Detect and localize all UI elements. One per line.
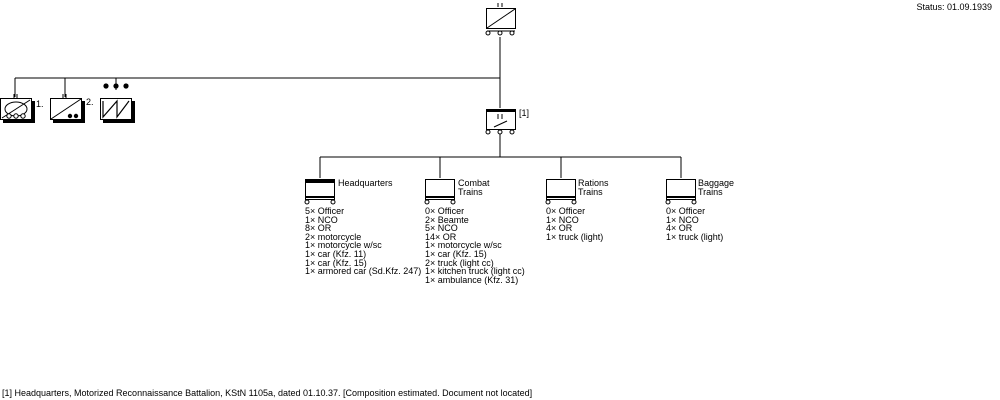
subunit-headquarters-title: Headquarters xyxy=(338,178,393,188)
subunit-rations-trains-symbol[interactable] xyxy=(545,179,577,205)
subunit-rations-trains-title-1: Rations xyxy=(578,178,609,188)
composition-line: 1× car (Kfz. 11) xyxy=(305,248,367,259)
composition-line: 4× OR xyxy=(546,223,573,234)
composition-line: 0× Officer xyxy=(546,206,586,216)
company-1-symbol[interactable] xyxy=(0,94,36,123)
composition-line: 1× NCO xyxy=(666,214,699,225)
composition-line: 0× Officer xyxy=(425,206,465,216)
subunit-rations-trains-title-2: Trains xyxy=(578,187,603,197)
subunit-combat-trains-composition: 0× Officer 2× Beamte 5× NCO 14× OR 1× mo… xyxy=(425,207,525,284)
composition-line: 4× OR xyxy=(666,223,693,234)
subunit-baggage-trains-title-2: Trains xyxy=(698,187,723,197)
composition-line: 2× truck (light cc) xyxy=(425,257,494,268)
subunit-combat-trains-title-1: Combat xyxy=(458,178,490,188)
composition-line: 5× NCO xyxy=(425,223,458,234)
footnote: [1] Headquarters, Motorized Reconnaissan… xyxy=(2,388,533,398)
subunit-headquarters-composition: 5× Officer 1× NCO 8× OR 2× motorcycle 1×… xyxy=(305,207,421,276)
composition-line: 14× OR xyxy=(425,231,457,242)
company-heavy-symbol[interactable] xyxy=(100,83,136,123)
composition-line: 1× motorcycle w/sc xyxy=(305,240,382,251)
subunit-rations-trains-composition: 0× Officer 1× NCO 4× OR 1× truck (light) xyxy=(546,207,603,241)
company-2-symbol[interactable] xyxy=(50,94,86,123)
status-date: Status: 01.09.1939 xyxy=(916,2,992,12)
subunit-baggage-trains-title-1: Baggage xyxy=(698,178,734,188)
composition-line: 1× NCO xyxy=(305,214,338,225)
composition-line: 1× kitchen truck (light cc) xyxy=(425,266,525,277)
composition-line: 8× OR xyxy=(305,223,332,234)
company-2-label: 2. xyxy=(86,97,94,107)
battalion-symbol[interactable] xyxy=(485,3,516,36)
composition-line: 1× truck (light) xyxy=(546,231,604,242)
composition-line: 2× motorcycle xyxy=(305,231,362,242)
subunit-combat-trains-symbol[interactable] xyxy=(424,179,456,205)
composition-line: 1× armored car (Sd.Kfz. 247) xyxy=(305,266,422,277)
subunit-baggage-trains-symbol[interactable] xyxy=(665,179,697,205)
composition-line: 2× Beamte xyxy=(425,214,469,225)
composition-line: 1× motorcycle w/sc xyxy=(425,240,502,251)
composition-line: 1× car (Kfz. 15) xyxy=(305,257,367,268)
composition-line: 1× truck (light) xyxy=(666,231,724,242)
hq-company-symbol[interactable] xyxy=(485,109,516,135)
composition-line: 1× car (Kfz. 15) xyxy=(425,248,487,259)
composition-line: 5× Officer xyxy=(305,206,345,216)
company-1-label: 1. xyxy=(36,99,44,109)
composition-line: 1× ambulance (Kfz. 31) xyxy=(425,274,519,285)
composition-line: 1× NCO xyxy=(546,214,579,225)
subunit-combat-trains-title-2: Trains xyxy=(458,187,483,197)
hq-company-ref: [1] xyxy=(519,108,529,118)
subunit-baggage-trains-composition: 0× Officer 1× NCO 4× OR 1× truck (light) xyxy=(666,207,723,241)
composition-line: 0× Officer xyxy=(666,206,706,216)
subunit-headquarters-symbol[interactable] xyxy=(304,179,336,205)
